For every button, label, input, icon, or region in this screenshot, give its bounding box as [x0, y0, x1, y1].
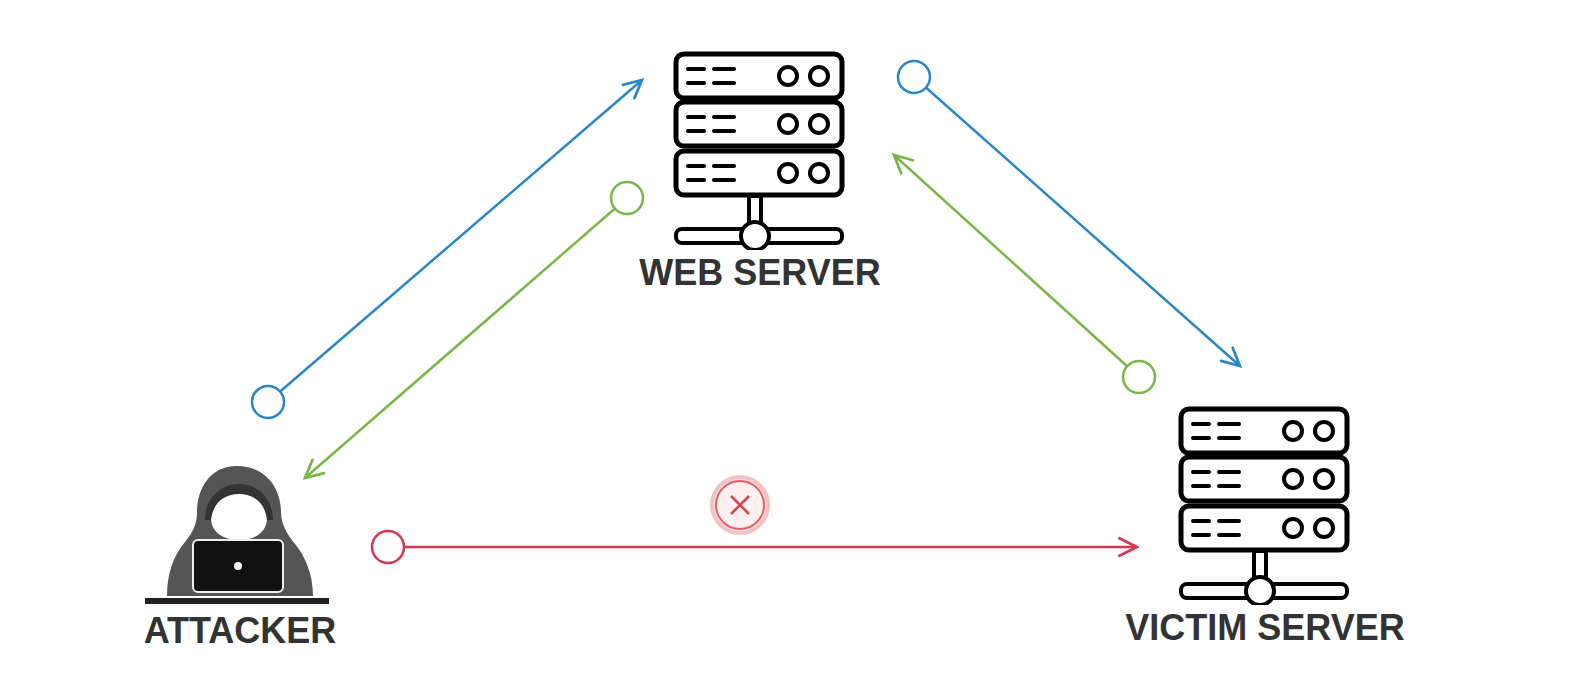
node-label: WEB SERVER — [639, 252, 880, 294]
blocked-mark — [712, 477, 768, 533]
laptop — [193, 540, 283, 592]
server-led — [1315, 519, 1333, 537]
server-slot — [714, 129, 734, 133]
server-led — [810, 115, 828, 133]
server-led — [1284, 519, 1302, 537]
server-led — [810, 164, 828, 182]
server-slot — [1219, 484, 1239, 488]
server-slot — [688, 67, 704, 71]
request-arrow — [268, 80, 642, 402]
server-slot — [1193, 533, 1209, 537]
server-slot — [688, 115, 704, 119]
hood — [167, 466, 313, 596]
request-arrow — [894, 155, 1139, 377]
request-arrow — [914, 77, 1240, 366]
server-icon — [672, 50, 848, 250]
server-unit — [676, 54, 842, 98]
server-slot — [1193, 436, 1209, 440]
server-unit — [1181, 457, 1347, 501]
server-led — [779, 115, 797, 133]
server-led — [779, 164, 797, 182]
server-led — [779, 67, 797, 85]
server-slot — [1219, 422, 1239, 426]
server-port — [741, 222, 769, 250]
node-label: ATTACKER — [144, 610, 337, 652]
server-unit — [1181, 409, 1347, 453]
laptop-logo — [234, 562, 242, 570]
server-slot — [1193, 422, 1209, 426]
server-led — [810, 67, 828, 85]
server-slot — [688, 178, 704, 182]
server-slot — [688, 81, 704, 85]
server-port — [1246, 577, 1274, 605]
attacker-node: ATTACKER — [144, 462, 337, 652]
request-arrow — [388, 546, 1137, 549]
server-unit — [1181, 506, 1347, 550]
blocked-circle — [716, 481, 764, 529]
node-label: VICTIM SERVER — [1125, 607, 1404, 649]
hood-rim — [205, 484, 273, 520]
desk — [145, 598, 329, 604]
server-led — [1315, 470, 1333, 488]
server-led — [1284, 470, 1302, 488]
server-slot — [1219, 533, 1239, 537]
server-node: VICTIM SERVER — [1125, 405, 1404, 649]
server-led — [1315, 422, 1333, 440]
server-unit — [676, 102, 842, 146]
server-node: WEB SERVER — [639, 50, 880, 294]
server-slot — [1193, 484, 1209, 488]
server-slot — [714, 164, 734, 168]
server-slot — [714, 81, 734, 85]
server-unit — [676, 151, 842, 195]
server-slot — [1219, 519, 1239, 523]
server-slot — [688, 129, 704, 133]
server-slot — [714, 178, 734, 182]
server-slot — [1219, 436, 1239, 440]
server-slot — [1193, 470, 1209, 474]
blocked-glow — [712, 477, 768, 533]
server-slot — [1193, 519, 1209, 523]
server-slot — [714, 67, 734, 71]
server-led — [1284, 422, 1302, 440]
blocked-cross — [731, 496, 749, 514]
server-slot — [688, 164, 704, 168]
request-arrow — [305, 198, 627, 478]
attacker-icon — [145, 462, 335, 608]
server-icon — [1177, 405, 1353, 605]
server-slot — [714, 115, 734, 119]
server-slot — [1219, 470, 1239, 474]
